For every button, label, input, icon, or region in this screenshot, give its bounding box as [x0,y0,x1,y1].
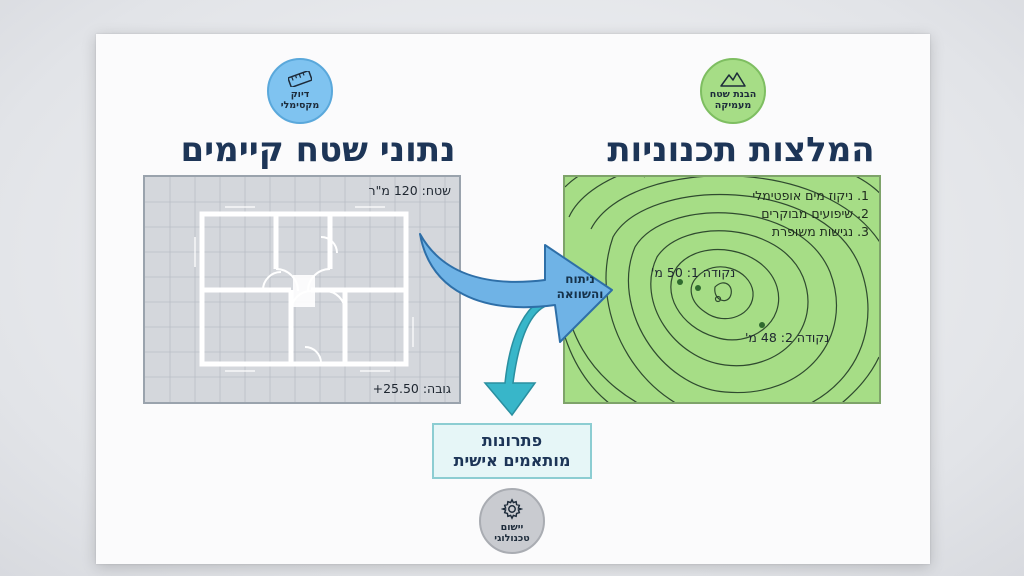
analysis-line2: והשוואה [556,287,604,301]
precision-badge: דיוק מקסימלי [267,58,333,124]
solutions-line2: מותאמים אישית [453,451,571,470]
tech-badge-line2: טכנולוגי [494,533,530,544]
precision-badge-line1: דיוק [290,89,310,100]
recommendation-item: 2. שיפועים מבוקרים [761,206,869,221]
point2-label: נקודה 2: 48 מ' [745,330,830,345]
recommendation-item: 1. ניקוז מים אופטימלי [752,188,869,203]
floor-plan [145,177,459,402]
tech-badge-line1: יישום [500,522,524,533]
recommendations-title: המלצות תכנוניות [607,130,875,170]
gear-icon [501,498,523,520]
area-label: שטח: 120 מ"ר [368,183,451,198]
custom-solutions-box: פתרונות מותאמים אישית [432,423,592,479]
recommendation-item: 3. נגישות משופרת [771,224,869,239]
recommendations-list: 1. ניקוז מים אופטימלי 2. שיפועים מבוקרים… [752,187,869,241]
point1-label: נקודה 1: 50 מ' [651,265,736,280]
terrain-understanding-badge: הבנת שטח מעמיקה [700,58,766,124]
precision-badge-line2: מקסימלי [280,100,320,111]
analysis-arrow-label: ניתוח והשוואה [540,272,620,302]
terrain-badge-line2: מעמיקה [714,100,752,111]
height-label: גובה: 25.50+ [372,381,451,396]
floor-plan-panel: שטח: 120 מ"ר גובה: 25.50+ [143,175,461,404]
terrain-contour-panel: 1. ניקוז מים אופטימלי 2. שיפועים מבוקרים… [563,175,881,404]
terrain-badge-line1: הבנת שטח [709,89,757,100]
contour-map [565,177,879,402]
ruler-icon [288,71,312,87]
mountains-icon [720,72,746,87]
tech-implementation-badge: יישום טכנולוגי [479,488,545,554]
analysis-line1: ניתוח [565,272,595,286]
solutions-line1: פתרונות [481,431,543,450]
existing-data-title: נתוני שטח קיימים [180,130,456,170]
